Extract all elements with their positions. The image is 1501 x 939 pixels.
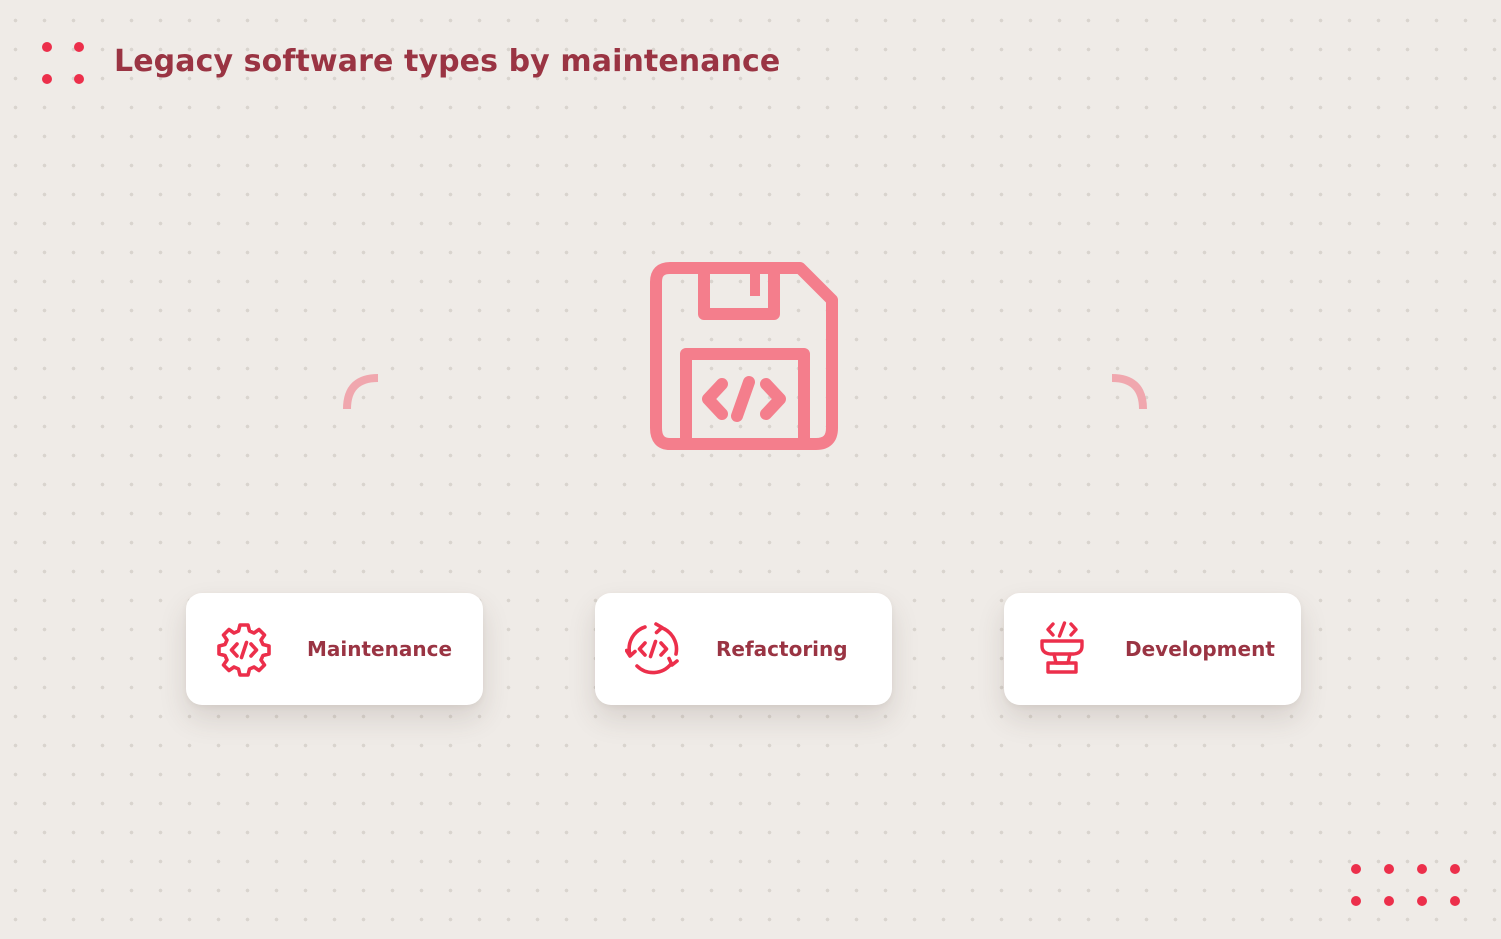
connector-right-corner bbox=[1111, 374, 1147, 410]
node-card-development[interactable]: Development bbox=[1004, 593, 1301, 705]
node-card-refactoring[interactable]: Refactoring bbox=[595, 593, 892, 705]
node-card-maintenance[interactable]: Maintenance bbox=[186, 593, 483, 705]
node-label-refactoring: Refactoring bbox=[716, 637, 848, 661]
anvil-code-icon bbox=[1040, 621, 1084, 674]
cycle-code-icon bbox=[625, 622, 679, 675]
diagram-title: Legacy software types by maintenance bbox=[114, 44, 781, 79]
floppy-disk-code-icon bbox=[650, 262, 838, 450]
node-label-maintenance: Maintenance bbox=[307, 637, 453, 661]
node-label-development: Development bbox=[1125, 637, 1275, 661]
connector-left-corner bbox=[343, 374, 379, 410]
gear-code-icon bbox=[217, 623, 271, 677]
